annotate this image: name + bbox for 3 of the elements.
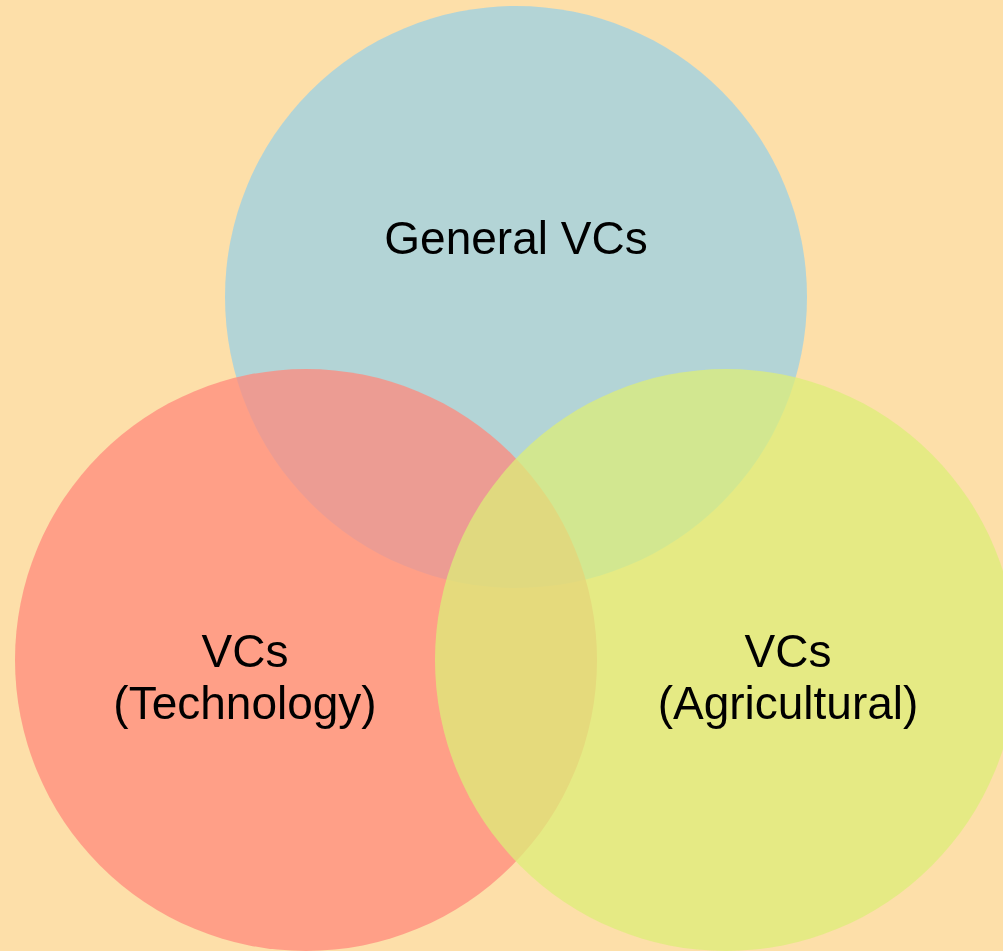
circle-label: VCs (Agricultural) [656, 625, 920, 729]
circle-label: General VCs [383, 212, 649, 264]
circle-label: VCs (Technology) [112, 625, 378, 729]
